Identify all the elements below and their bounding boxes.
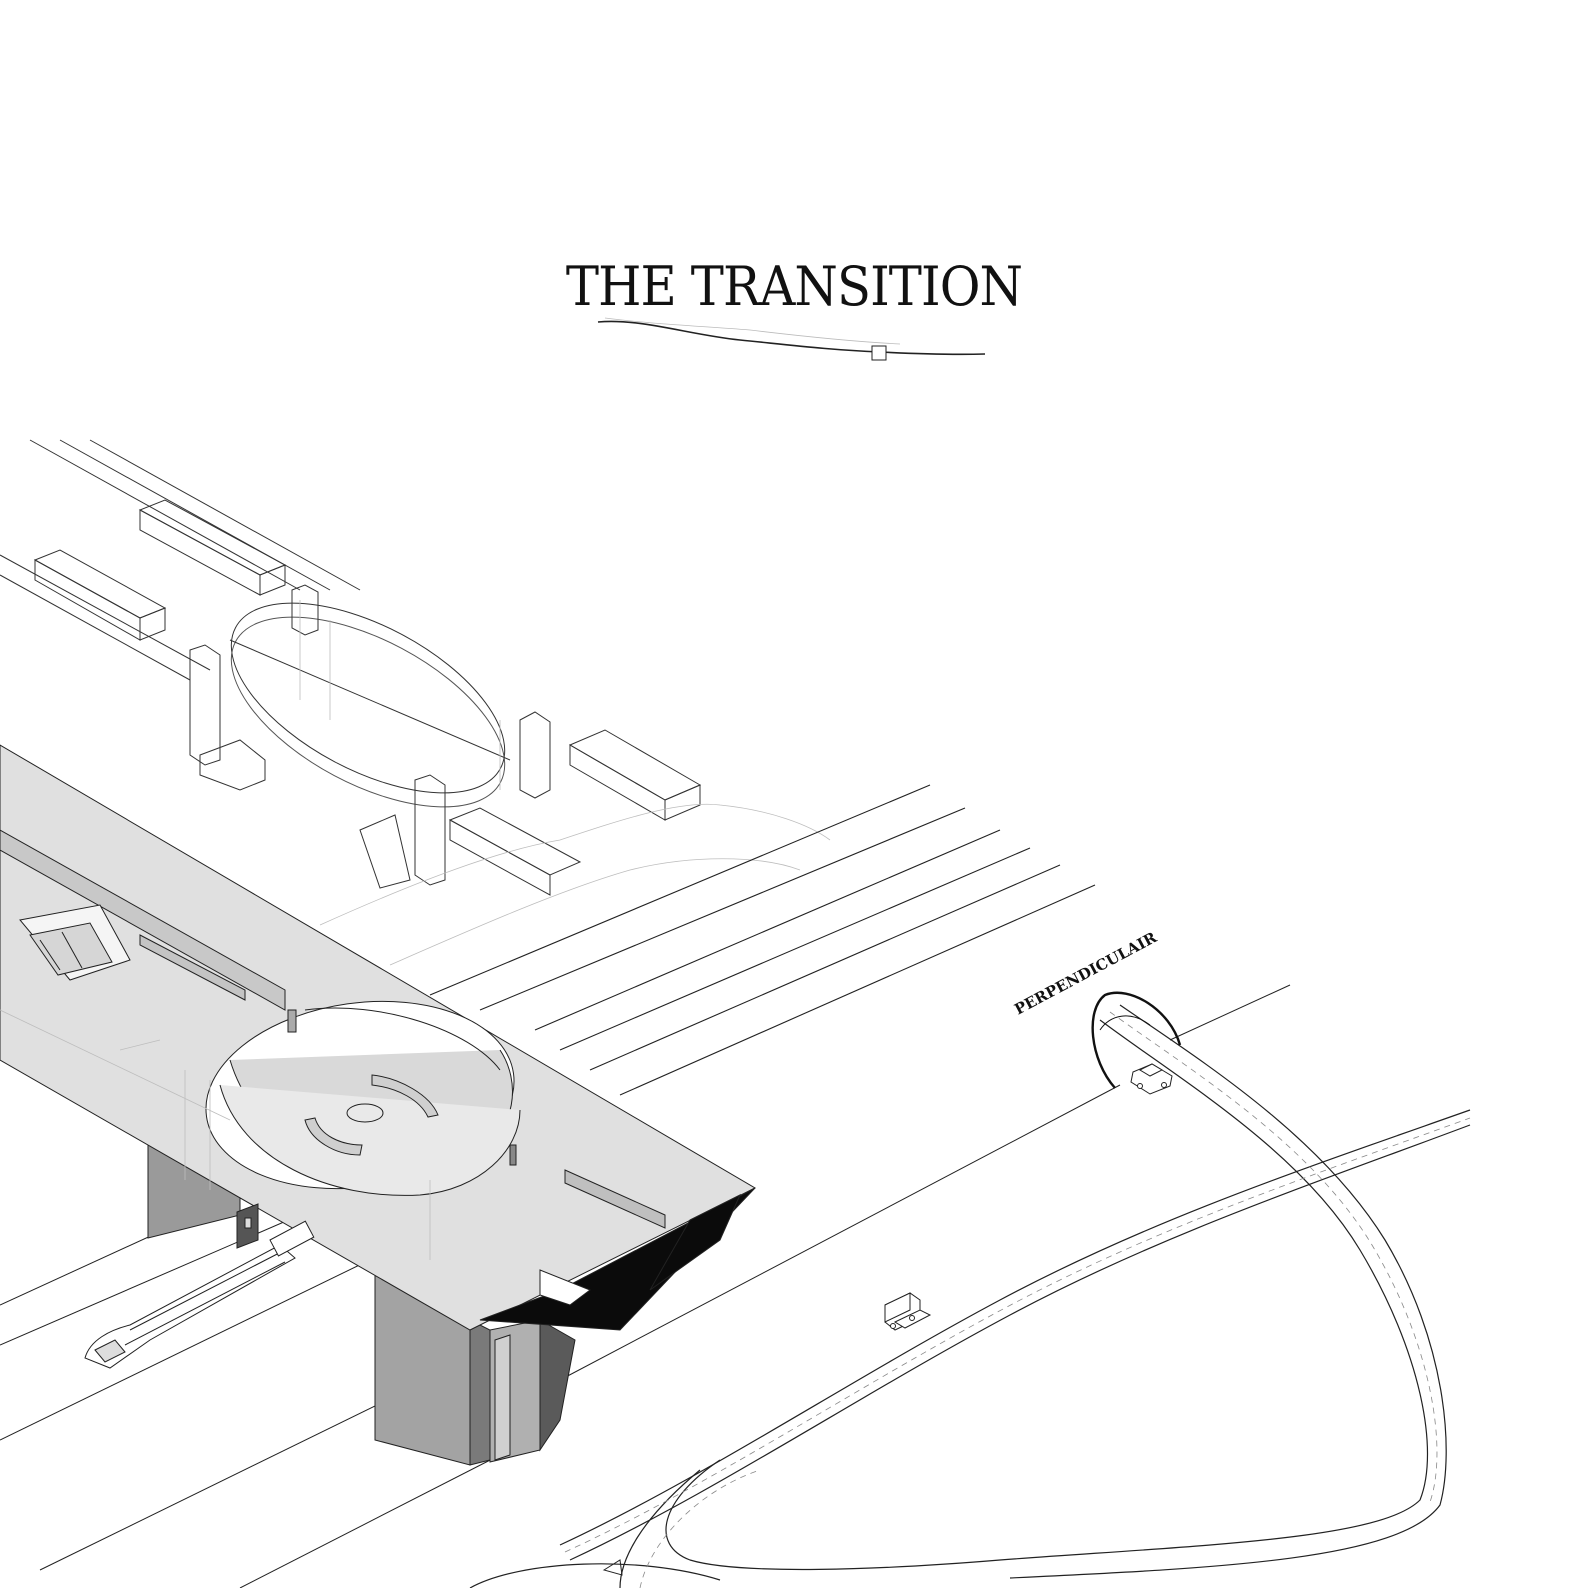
truck-icon xyxy=(884,1292,932,1331)
tunnel-portal xyxy=(1091,991,1182,1089)
ghost-lines xyxy=(299,600,831,966)
railway-tracks xyxy=(429,784,1096,1096)
lift-door xyxy=(236,1203,259,1249)
page-title: THE TRANSITION xyxy=(565,255,1023,318)
square-marker-icon xyxy=(871,345,887,361)
traffic-triangle xyxy=(602,1559,623,1576)
station-deck xyxy=(0,744,757,1331)
bridge-piers xyxy=(147,1139,576,1466)
road-network xyxy=(469,1004,1471,1588)
deck-ghost-lines xyxy=(0,1009,431,1260)
site-profile-icon xyxy=(597,317,986,361)
road-centerlines xyxy=(564,1011,1471,1588)
perpendicular-label: PERPENDICULAIR xyxy=(1011,928,1160,1018)
upper-level-structure xyxy=(0,439,702,896)
car-icon xyxy=(1130,1063,1173,1095)
train-icon xyxy=(84,1220,315,1369)
